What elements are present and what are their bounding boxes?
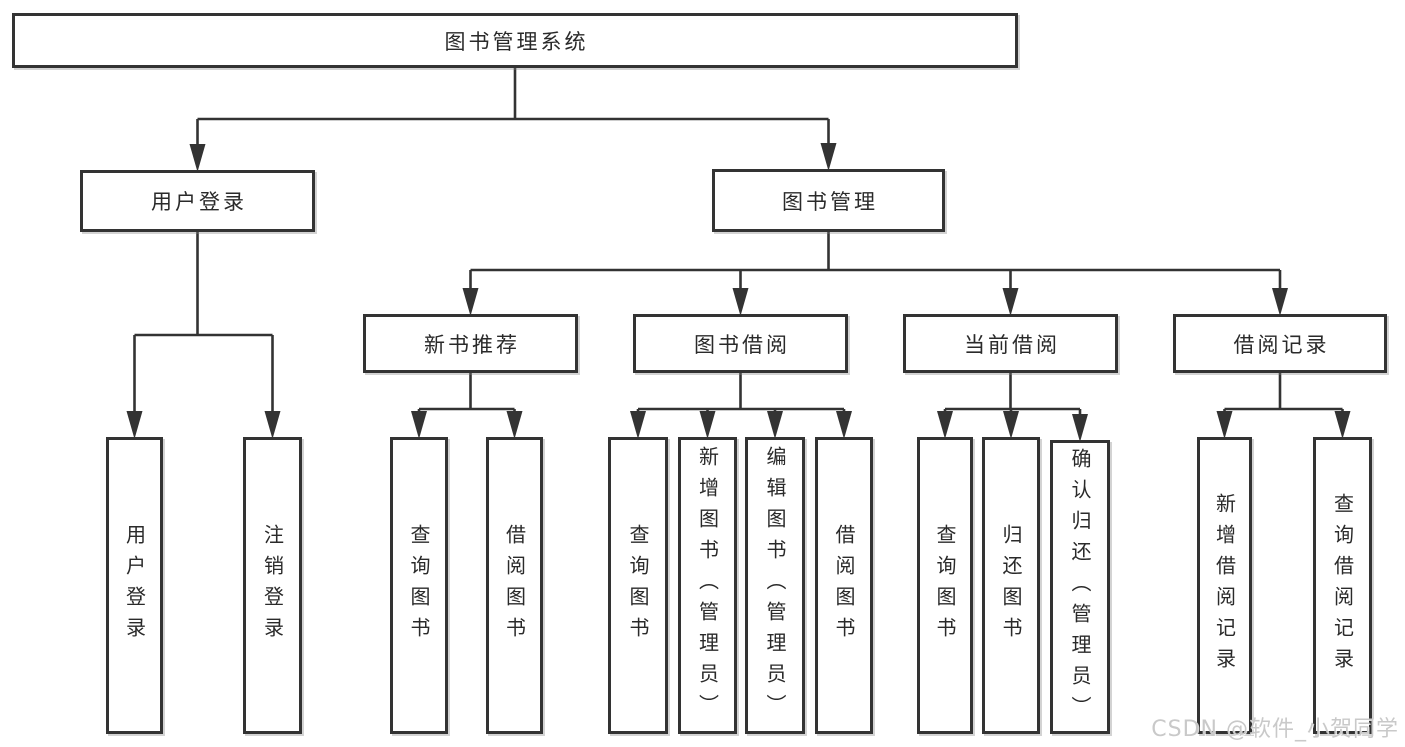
- node-label: 借阅记录: [1233, 332, 1330, 357]
- node-cb-confirm: 确认归还（管理员）: [1050, 440, 1110, 734]
- node-logout: 注销登录: [243, 437, 302, 734]
- node-label: 用户登录: [151, 190, 247, 214]
- node-br-query: 查询借阅记录: [1313, 437, 1372, 734]
- node-label: 归还图书: [999, 523, 1023, 648]
- node-bb-edit: 编辑图书（管理员）: [745, 437, 805, 734]
- node-label: 查询图书: [407, 523, 431, 648]
- node-label: 当前借阅: [964, 332, 1060, 357]
- node-label: 查询图书: [933, 523, 957, 648]
- node-cb-return: 归还图书: [982, 437, 1040, 734]
- node-new-book-recommend: 新书推荐: [363, 314, 578, 373]
- node-label: 新增借阅记录: [1212, 492, 1237, 679]
- node-label: 新书推荐: [424, 332, 520, 357]
- node-label: 编辑图书（管理员）: [763, 446, 787, 725]
- node-bb-add: 新增图书（管理员）: [678, 437, 737, 734]
- node-label: 注销登录: [260, 523, 285, 648]
- node-label: 借阅图书: [502, 523, 527, 648]
- node-root: 图书管理系统: [12, 13, 1018, 68]
- node-label: 图书管理: [782, 189, 878, 214]
- node-label: 图书管理系统: [444, 29, 589, 54]
- node-user-login-group: 用户登录: [80, 170, 315, 232]
- node-label: 图书借阅: [694, 332, 790, 357]
- node-bb-borrow: 借阅图书: [815, 437, 873, 734]
- node-label: 查询图书: [626, 523, 650, 648]
- node-label: 确认归还（管理员）: [1068, 447, 1092, 727]
- node-label: 查询借阅记录: [1330, 492, 1355, 679]
- node-br-add: 新增借阅记录: [1197, 437, 1252, 734]
- node-bb-query: 查询图书: [608, 437, 668, 734]
- node-nb-query: 查询图书: [390, 437, 448, 734]
- node-borrow-records: 借阅记录: [1173, 314, 1387, 373]
- watermark: CSDN @软件_小贺同学: [1151, 717, 1399, 742]
- node-cb-query: 查询图书: [917, 437, 973, 734]
- node-label: 借阅图书: [832, 523, 856, 648]
- node-book-management: 图书管理: [712, 169, 945, 232]
- node-current-borrow: 当前借阅: [903, 314, 1118, 373]
- node-label: 用户登录: [122, 523, 147, 648]
- node-label: 新增图书（管理员）: [695, 446, 720, 725]
- node-nb-borrow: 借阅图书: [486, 437, 543, 734]
- node-user-login: 用户登录: [106, 437, 163, 734]
- node-book-borrow: 图书借阅: [633, 314, 848, 373]
